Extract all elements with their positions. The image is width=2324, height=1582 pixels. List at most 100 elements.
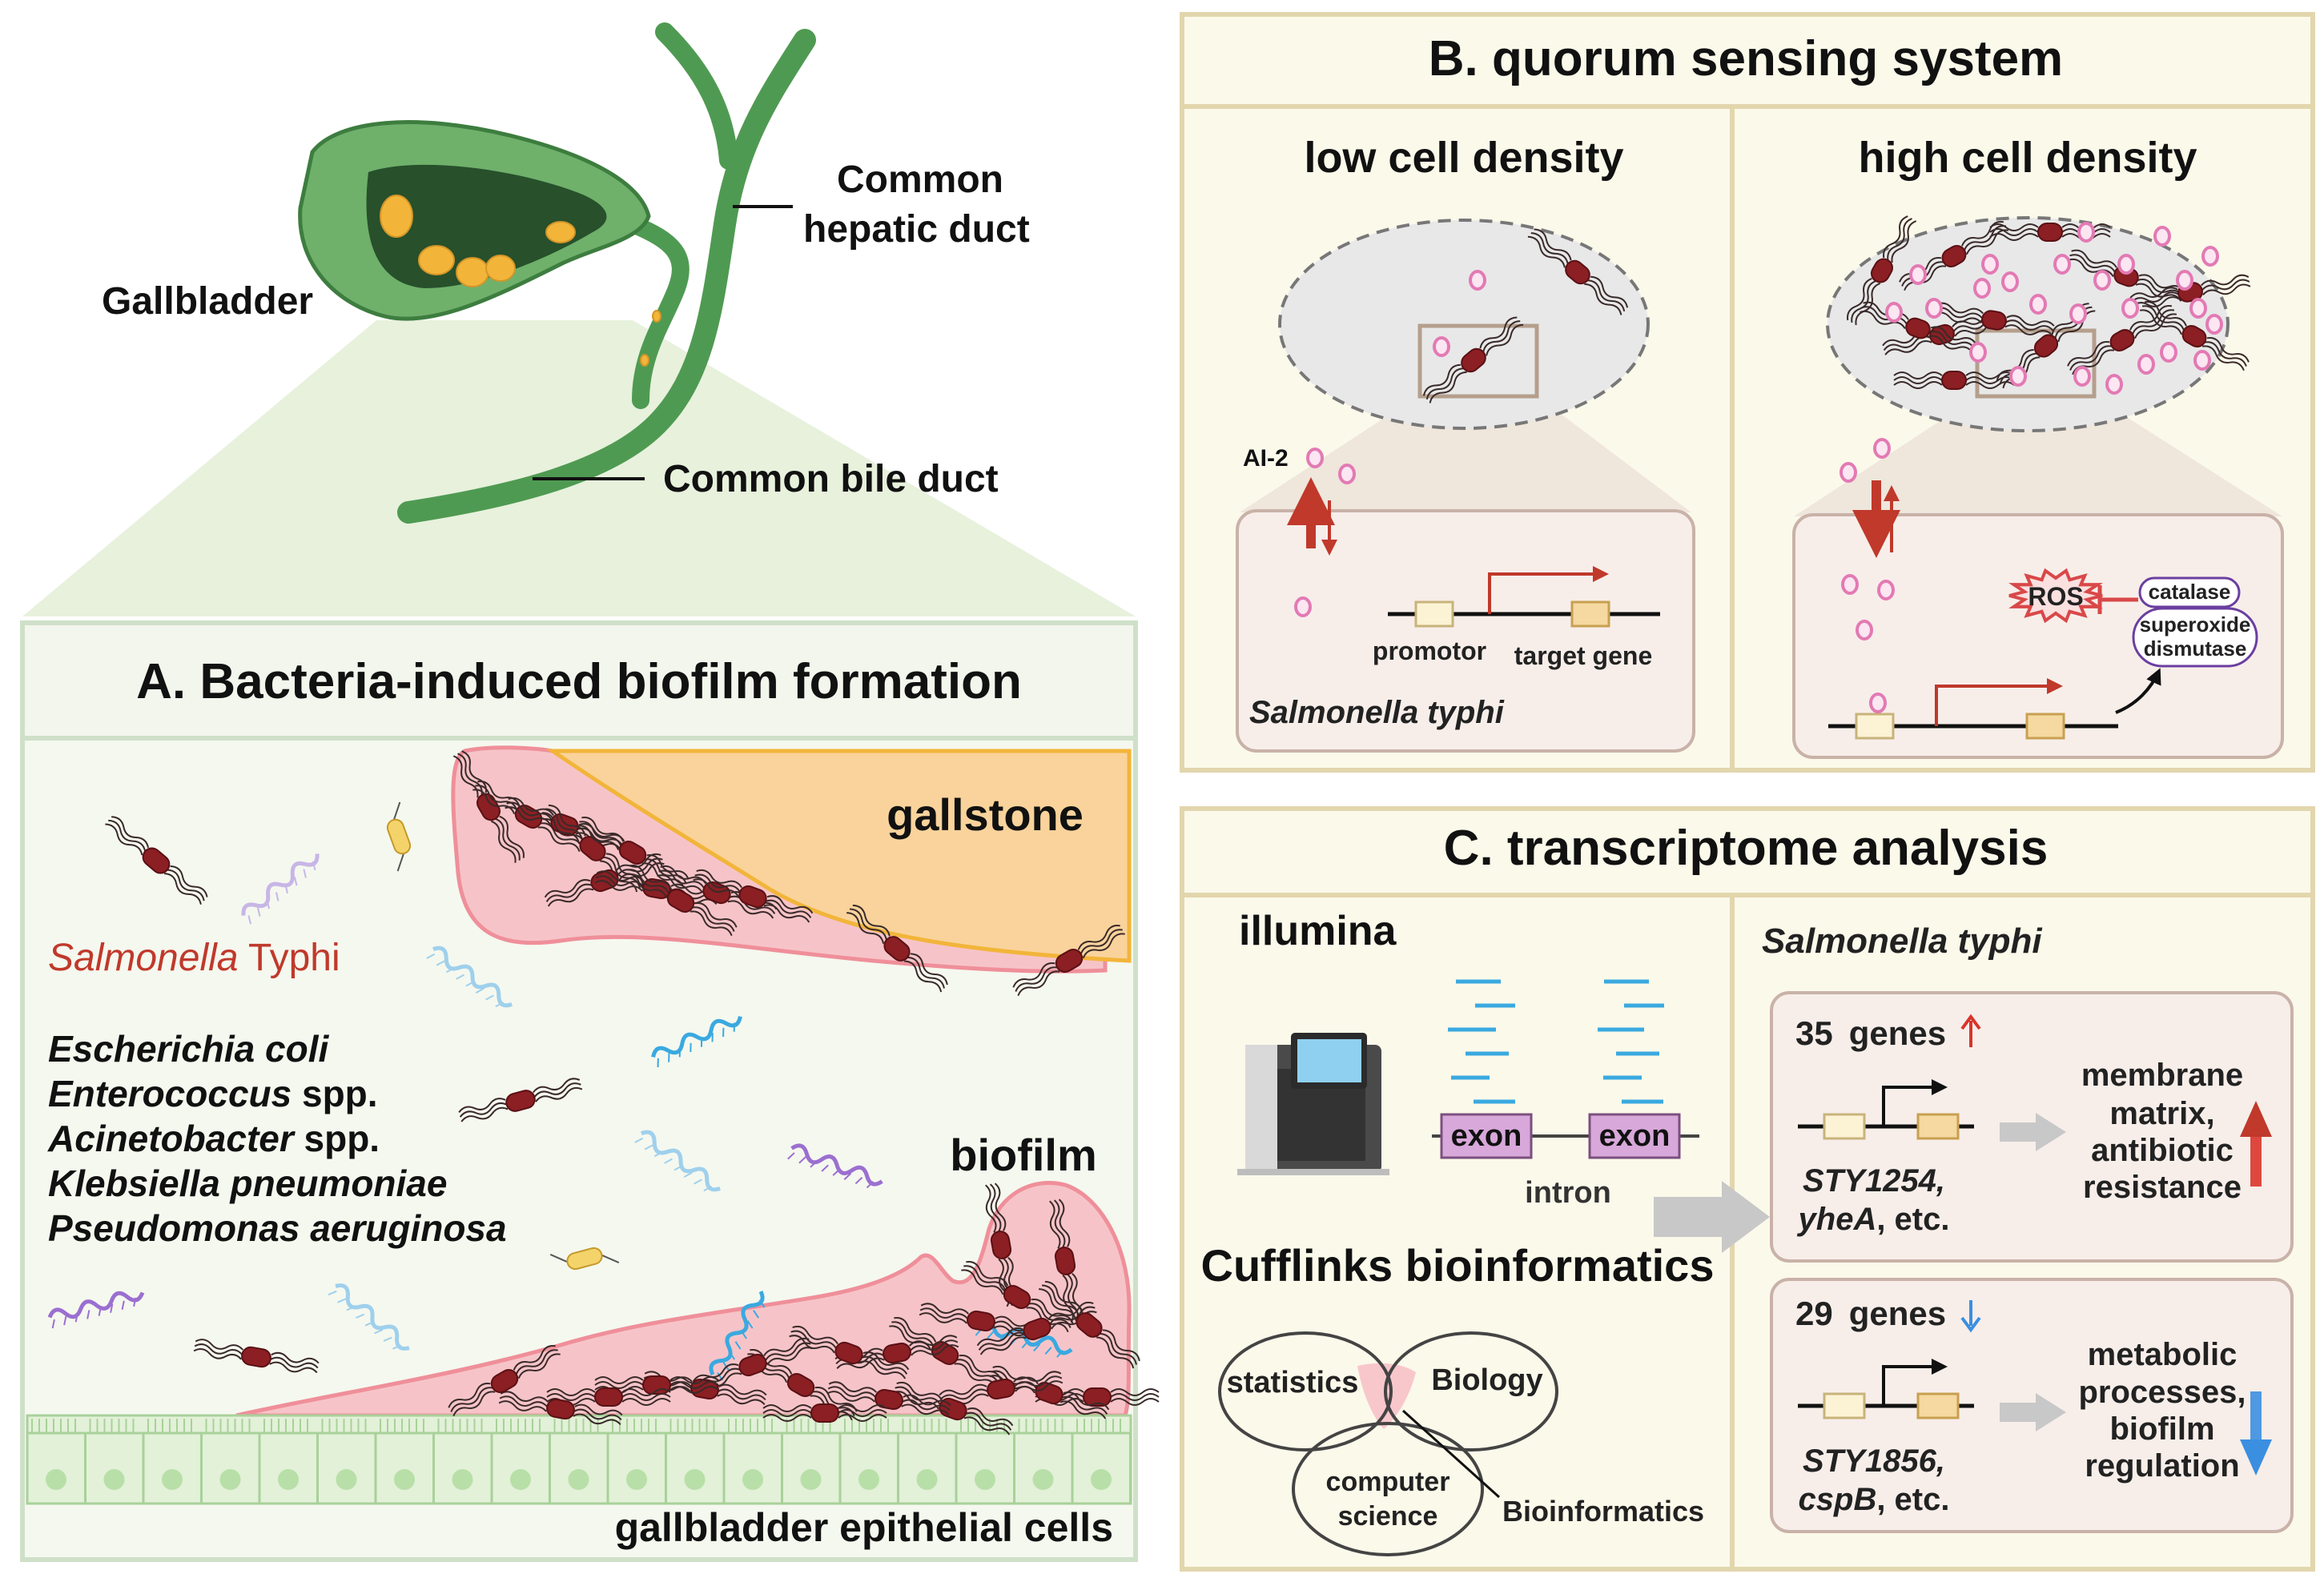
- label-high-density: high cell density: [1858, 134, 2197, 182]
- bacterium: [1039, 1280, 1140, 1369]
- ai2-molecule: [1885, 302, 1903, 323]
- yellow-bacillus: [549, 1247, 620, 1271]
- exon-box-2: [1588, 1113, 1681, 1159]
- high-transcription-arrow: [1935, 678, 2063, 726]
- epithelial-cell: [84, 1419, 145, 1505]
- label-biofilm: biofilm: [950, 1130, 1097, 1180]
- ai2-molecule: [1841, 574, 1859, 595]
- up-promotor-box: [1823, 1113, 1866, 1140]
- ai2-molecule: [1839, 462, 1857, 483]
- ai2-molecule: [2176, 270, 2193, 291]
- ai2-molecule: [1338, 464, 1356, 484]
- spiral-bacterium: [634, 1130, 721, 1192]
- epithelial-cell: [258, 1419, 319, 1505]
- bacterium: [789, 1325, 910, 1379]
- bacterium: [693, 869, 814, 923]
- label-salmonella-typhi: Salmonella Typhi: [48, 937, 340, 979]
- bacterium: [846, 904, 948, 993]
- panel-b-title-bar: [1180, 12, 2315, 109]
- bacterium: [762, 1403, 887, 1423]
- epithelial-cell: [722, 1419, 783, 1505]
- bacterium: [2067, 305, 2177, 375]
- ai2-molecule: [1925, 298, 1943, 319]
- label-organism-b: Salmonella typhi: [1249, 695, 1505, 730]
- ai2-molecule: [2153, 226, 2171, 247]
- exon-box-1: [1440, 1113, 1533, 1159]
- ai2-molecule: [2121, 298, 2139, 319]
- epithelial-cell: [374, 1419, 435, 1505]
- low-target-box: [1570, 600, 1610, 628]
- species-item: Escherichia coli: [48, 1028, 329, 1070]
- panel-b: B. quorum sensing system low cell densit…: [1180, 12, 2315, 773]
- ai2-molecule: [2009, 366, 2027, 387]
- bacterium: [452, 750, 525, 863]
- up-effect-4: resistance: [2083, 1170, 2242, 1205]
- spiral-bacterium: [651, 1016, 742, 1068]
- epithelial-cell: [432, 1419, 493, 1505]
- up-gene-names-2: yheA, etc.: [1797, 1202, 1950, 1237]
- up-target-box: [1916, 1113, 1960, 1140]
- bacterium: [826, 1381, 951, 1415]
- bacterium: [919, 1303, 1043, 1337]
- down-small-arrow-icon: [1960, 1300, 1981, 1333]
- label-epithelial-cells: gallbladder epithelial cells: [615, 1505, 1113, 1550]
- label-ai2: AI-2: [1243, 445, 1289, 472]
- down-promotor-box: [1823, 1392, 1866, 1419]
- up-effect-3: antibiotic: [2091, 1133, 2234, 1168]
- bacterium: [2139, 301, 2250, 371]
- species-item: Klebsiella pneumoniae: [48, 1162, 447, 1204]
- up-effect-1: membrane: [2081, 1058, 2243, 1093]
- ai2-molecule: [1981, 254, 1999, 275]
- bacterium: [1012, 925, 1125, 997]
- ai2-molecule: [2093, 270, 2111, 291]
- ai2-molecule: [1856, 620, 1873, 640]
- epithelial-cell: [142, 1419, 203, 1505]
- label-ros: ROS: [2028, 582, 2083, 611]
- sequencing-reads: [1448, 979, 1664, 1104]
- down-gene-names-1: STY1856,: [1803, 1443, 1945, 1479]
- epithelial-cell: [1013, 1419, 1074, 1505]
- spiral-bacterium: [241, 853, 320, 925]
- anatomy-illustration: Gallbladder Common hepatic duct Common b…: [22, 22, 1136, 616]
- spiral-bacterium: [47, 1291, 145, 1329]
- sequencer-icon: [1237, 1033, 1389, 1175]
- ai2-molecule: [1869, 693, 1887, 713]
- label-catalase: catalase: [2149, 580, 2231, 604]
- label-low-density: low cell density: [1304, 134, 1623, 182]
- label-organism-c: Salmonella typhi: [1762, 921, 2042, 961]
- bacterium: [105, 816, 208, 905]
- species-item: Enterococcus spp.: [48, 1073, 378, 1114]
- ai2-molecule: [1877, 580, 1895, 600]
- panel-a-title: A. Bacteria-induced biofilm formation: [136, 654, 1022, 709]
- ai2-molecule: [1433, 336, 1450, 357]
- down-count: 29: [1795, 1295, 1833, 1332]
- ai2-molecule: [1909, 264, 1927, 285]
- label-target-gene: target gene: [1514, 641, 1652, 670]
- label-gallbladder: Gallbladder: [102, 280, 313, 323]
- ai2-molecule: [1469, 270, 1486, 291]
- bacterium: [989, 1365, 1110, 1419]
- label-common-bile-duct: Common bile duct: [663, 458, 999, 500]
- qs-microbes: [1294, 215, 2251, 713]
- venn-label-bioinformatics: Bioinformatics: [1502, 1495, 1704, 1528]
- epithelial-cell: [606, 1419, 667, 1505]
- down-trend-arrow: [2240, 1391, 2272, 1476]
- down-genes-word: genes: [1849, 1295, 1946, 1332]
- ai2-molecule: [2189, 298, 2207, 319]
- spiral-bacterium: [328, 1283, 410, 1351]
- epithelial-cell: [838, 1419, 899, 1505]
- label-gallstone: gallstone: [887, 789, 1084, 840]
- ai2-molecule: [2029, 294, 2047, 315]
- venn-label-statistics: statistics: [1227, 1366, 1359, 1399]
- epithelial-cell: [26, 1419, 86, 1505]
- up-transcription-arrow: [1882, 1079, 1948, 1126]
- epithelial-layer: [26, 1414, 1132, 1505]
- ai2-molecule: [2117, 254, 2135, 275]
- ai2-molecule: [1294, 596, 1312, 617]
- free-microbes: [47, 801, 1073, 1381]
- species-list: Escherichia coli Enterococcus spp. Acine…: [47, 1028, 507, 1249]
- down-effect-4: regulation: [2085, 1448, 2239, 1484]
- bacterium: [1422, 316, 1524, 404]
- high-cell-box: [1792, 513, 2284, 759]
- ai2-molecule: [1973, 278, 1991, 299]
